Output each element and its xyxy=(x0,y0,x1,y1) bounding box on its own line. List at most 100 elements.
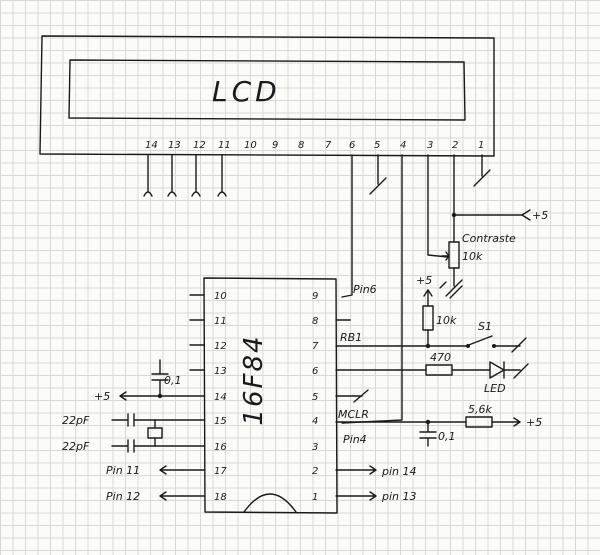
lcd-pin-stubs xyxy=(143,154,491,197)
pin11-arrow xyxy=(159,465,183,475)
pic-body xyxy=(203,277,338,514)
lcd-pin-14: 14 xyxy=(145,140,158,151)
switch-contact-b xyxy=(492,344,496,348)
plus5-mid-arrow xyxy=(423,289,433,297)
lcd-pin-13-stub xyxy=(167,154,177,197)
led-symbol xyxy=(489,361,505,379)
led-ground xyxy=(503,363,529,379)
wire-lcd3-to-contrast xyxy=(427,154,449,258)
label-plus5-top: +5 xyxy=(532,209,548,222)
pic-left-pin-15: 15 xyxy=(214,416,227,427)
label-plus5-mid: +5 xyxy=(416,274,432,287)
contrast-pot-ground xyxy=(445,267,463,297)
label-pin12: Pin 12 xyxy=(106,490,140,503)
node-rb1 xyxy=(425,343,431,349)
label-led: LED xyxy=(484,382,506,395)
left-side-labels: +5 0,1 22pF 22pF Pin 11 Pin 12 xyxy=(62,374,182,503)
label-s1: S1 xyxy=(478,320,492,333)
label-22pf-bottom: 22pF xyxy=(62,440,90,453)
lcd-pin-3: 3 xyxy=(427,140,433,151)
lcd-pin-6: 6 xyxy=(349,140,355,151)
pic-left-pin-16: 16 xyxy=(214,442,227,453)
pic-right-pin-5: 5 xyxy=(312,392,318,403)
lcd-pin-1: 1 xyxy=(478,140,484,151)
lcd-pin-4: 4 xyxy=(400,140,406,151)
right-signal-labels: Pin6 RB1 MCLR Pin4 pin 14 pin 13 xyxy=(338,283,417,503)
lcd-pin-12-stub xyxy=(191,154,201,197)
label-plus5-bottom: +5 xyxy=(526,416,542,429)
lcd-pin-5-stub xyxy=(369,154,387,195)
cap-mclr xyxy=(419,421,437,447)
pic-left-pin-12: 12 xyxy=(214,341,227,352)
pic-right-pin-6: 6 xyxy=(312,366,318,377)
node-contrast xyxy=(451,212,457,218)
lcd-pin-2: 2 xyxy=(452,140,458,151)
lcd-pin-13: 13 xyxy=(168,140,181,151)
lcd-pin-10: 10 xyxy=(244,140,257,151)
label-r56k: 5,6k xyxy=(468,403,492,416)
pic-right-pin-1: 1 xyxy=(312,492,318,503)
wire-r56k-to-plus5 xyxy=(491,417,521,427)
label-r470: 470 xyxy=(430,351,451,364)
contrast-pot-wiper xyxy=(441,251,450,261)
pic-left-pin-18: 18 xyxy=(214,492,227,503)
label-pin14: pin 14 xyxy=(381,465,417,478)
label-pin11: Pin 11 xyxy=(106,464,140,477)
label-contrast: Contraste xyxy=(462,232,516,245)
lcd-pin-8: 8 xyxy=(298,140,304,151)
label-mclr: MCLR xyxy=(338,408,369,421)
lcd-pin-11: 11 xyxy=(218,140,231,151)
lcd-pin-1-stub xyxy=(473,154,491,187)
pic-right-pin-3: 3 xyxy=(312,442,318,453)
label-pot-10k: 10k xyxy=(462,250,483,263)
lcd-pin-12: 12 xyxy=(193,140,206,151)
res-10k-body xyxy=(422,305,434,331)
cap-01-left xyxy=(151,359,169,397)
label-res-10k: 10k xyxy=(436,314,457,327)
arrow-to-pin13 xyxy=(351,491,377,501)
switch-contact-a xyxy=(466,344,470,348)
plus5-top-arrow xyxy=(521,209,531,221)
pic-left-pin-17: 17 xyxy=(214,466,227,477)
left-pin-stubs xyxy=(171,294,205,497)
pic-left-pin-11: 11 xyxy=(214,316,227,327)
pic-right-pin-8: 8 xyxy=(312,316,318,327)
label-22pf-top: 22pF xyxy=(62,414,90,427)
pic-notch xyxy=(243,493,297,513)
cap-22pf-top xyxy=(111,413,173,427)
mclr-section xyxy=(335,416,521,447)
pic-left-pin-14: 14 xyxy=(214,392,227,403)
pic-right-pin-9: 9 xyxy=(312,291,318,302)
node-mclr xyxy=(425,419,431,425)
lcd-display-window xyxy=(68,59,466,121)
label-pin13: pin 13 xyxy=(381,490,417,503)
wire-lcd6-to-pic6 xyxy=(341,154,353,298)
node-plus5-left xyxy=(157,393,163,399)
lcd-pin-9: 9 xyxy=(272,140,278,151)
arrow-to-pin14 xyxy=(351,465,377,475)
res-56k-body xyxy=(465,416,493,428)
label-rb1: RB1 xyxy=(340,331,362,344)
pic-left-pins: 10 11 12 13 14 15 16 17 18 xyxy=(171,291,227,503)
pic-right-pin-4: 4 xyxy=(312,416,318,427)
crystal xyxy=(147,419,163,447)
plus5-left-wire xyxy=(119,391,173,401)
pic-right-pin-7: 7 xyxy=(312,341,319,352)
label-cap-01-mclr: 0,1 xyxy=(438,430,456,443)
lcd-pin-7: 7 xyxy=(325,140,332,151)
component-labels: Contraste 10k +5 +5 10k S1 470 LED 5,6k … xyxy=(416,209,548,443)
lcd-pin-11-stub xyxy=(217,154,227,197)
right-pin-stubs xyxy=(335,319,399,497)
label-pin6: Pin6 xyxy=(353,283,377,296)
pic-pin5-ground xyxy=(353,389,369,403)
lcd-pin-labels: 14 13 12 11 10 9 8 7 6 5 4 3 2 1 xyxy=(145,140,484,151)
pic-chip: 16F84 xyxy=(203,277,338,514)
pic-right-pin-2: 2 xyxy=(312,466,318,477)
rb1-switch-section xyxy=(397,281,527,353)
lcd-module: LCD xyxy=(39,35,495,157)
pic-name: 16F84 xyxy=(239,334,269,425)
pic-right-pins: 9 8 7 6 5 4 3 2 1 xyxy=(312,291,399,503)
pic-left-pin-13: 13 xyxy=(214,366,227,377)
pin12-arrow xyxy=(159,491,183,501)
